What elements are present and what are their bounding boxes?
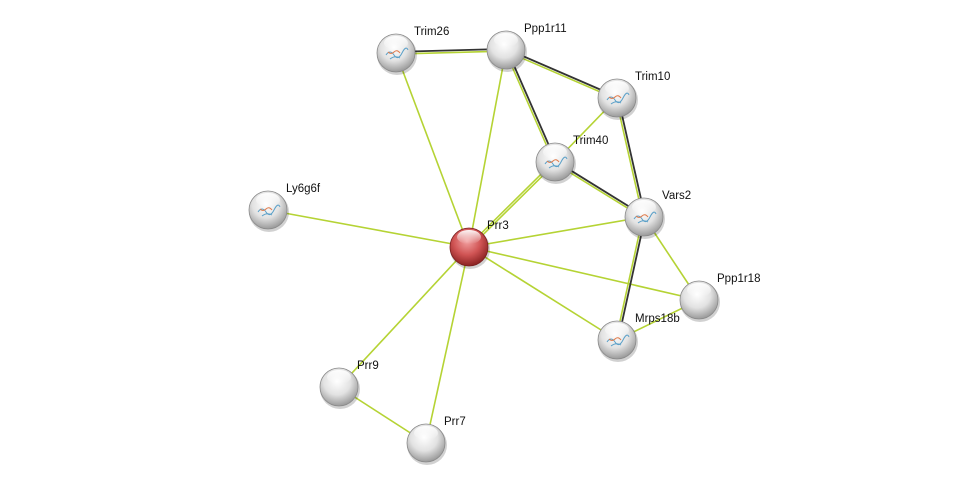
- edge-prr3-mrps18b[interactable]: [468, 246, 618, 341]
- protein-structure-icon: [606, 92, 630, 105]
- node-label: Prr9: [357, 360, 379, 372]
- edge-trim10-vars2[interactable]: [615, 98, 644, 218]
- protein-structure-icon: [385, 47, 409, 60]
- node-trim26[interactable]: Trim26: [376, 26, 449, 75]
- node-highlight: [457, 230, 481, 244]
- node-highlight: [605, 323, 629, 337]
- node-label: Ppp1r11: [524, 23, 567, 35]
- edge-trim40-prr3[interactable]: [469, 162, 557, 249]
- edge-ppp1r11-prr3[interactable]: [468, 49, 507, 248]
- protein-structure-icon: [606, 334, 630, 347]
- node-mrps18b[interactable]: Mrps18b: [597, 313, 680, 362]
- node-label: Ppp1r18: [717, 273, 760, 285]
- protein-structure-icon: [544, 156, 568, 169]
- protein-structure-icon: [546, 159, 560, 163]
- node-highlight: [494, 33, 518, 47]
- edge-ly6g6f-prr3[interactable]: [267, 209, 470, 248]
- node-label: Prr3: [487, 220, 509, 232]
- edge-ppp1r11-trim40[interactable]: [504, 50, 555, 163]
- edge-trim26-prr3[interactable]: [395, 52, 470, 248]
- edge-trim10-vars2[interactable]: [617, 97, 646, 217]
- protein-structure-icon: [633, 211, 657, 224]
- node-trim10[interactable]: Trim10: [597, 71, 670, 120]
- edge-prr3-ppp1r18[interactable]: [468, 246, 700, 301]
- edge-ppp1r11-trim10[interactable]: [506, 48, 618, 98]
- edge-trim40-prr3[interactable]: [467, 160, 555, 247]
- node-highlight: [414, 426, 438, 440]
- node-highlight: [605, 81, 629, 95]
- protein-structure-icon: [608, 95, 622, 99]
- protein-structure-icon: [608, 337, 622, 341]
- node-highlight: [543, 145, 567, 159]
- node-trim40[interactable]: Trim40: [535, 135, 608, 184]
- edge-prr3-prr9[interactable]: [338, 246, 470, 388]
- node-highlight: [687, 283, 711, 297]
- protein-structure-icon: [387, 50, 401, 54]
- edge-ppp1r11-trim10[interactable]: [505, 50, 617, 100]
- edge-ppp1r11-trim40[interactable]: [506, 49, 557, 162]
- edge-prr3-prr7[interactable]: [425, 246, 470, 444]
- node-label: Vars2: [662, 190, 691, 202]
- node-prr3[interactable]: Prr3: [449, 220, 509, 269]
- node-highlight: [384, 36, 408, 50]
- node-prr9[interactable]: Prr9: [319, 360, 379, 409]
- edge-vars2-mrps18b[interactable]: [615, 216, 644, 340]
- node-ppp1r18[interactable]: Ppp1r18: [679, 273, 760, 322]
- node-label: Ly6g6f: [286, 183, 321, 195]
- protein-structure-icon: [635, 214, 649, 218]
- node-label: Trim10: [635, 71, 670, 83]
- node-label: Mrps18b: [635, 313, 680, 325]
- protein-structure-icon: [259, 207, 273, 211]
- edge-prr3-vars2[interactable]: [468, 216, 645, 248]
- node-prr7[interactable]: Prr7: [406, 416, 466, 465]
- node-highlight: [632, 200, 656, 214]
- node-highlight: [256, 193, 280, 207]
- node-highlight: [327, 370, 351, 384]
- node-label: Trim40: [573, 135, 608, 147]
- node-ppp1r11[interactable]: Ppp1r11: [486, 23, 567, 72]
- protein-structure-icon: [257, 204, 281, 217]
- edge-vars2-mrps18b[interactable]: [617, 217, 646, 341]
- node-label: Prr7: [444, 416, 466, 428]
- node-ly6g6f[interactable]: Ly6g6f: [248, 183, 321, 232]
- node-vars2[interactable]: Vars2: [624, 190, 691, 239]
- node-label: Trim26: [414, 26, 449, 38]
